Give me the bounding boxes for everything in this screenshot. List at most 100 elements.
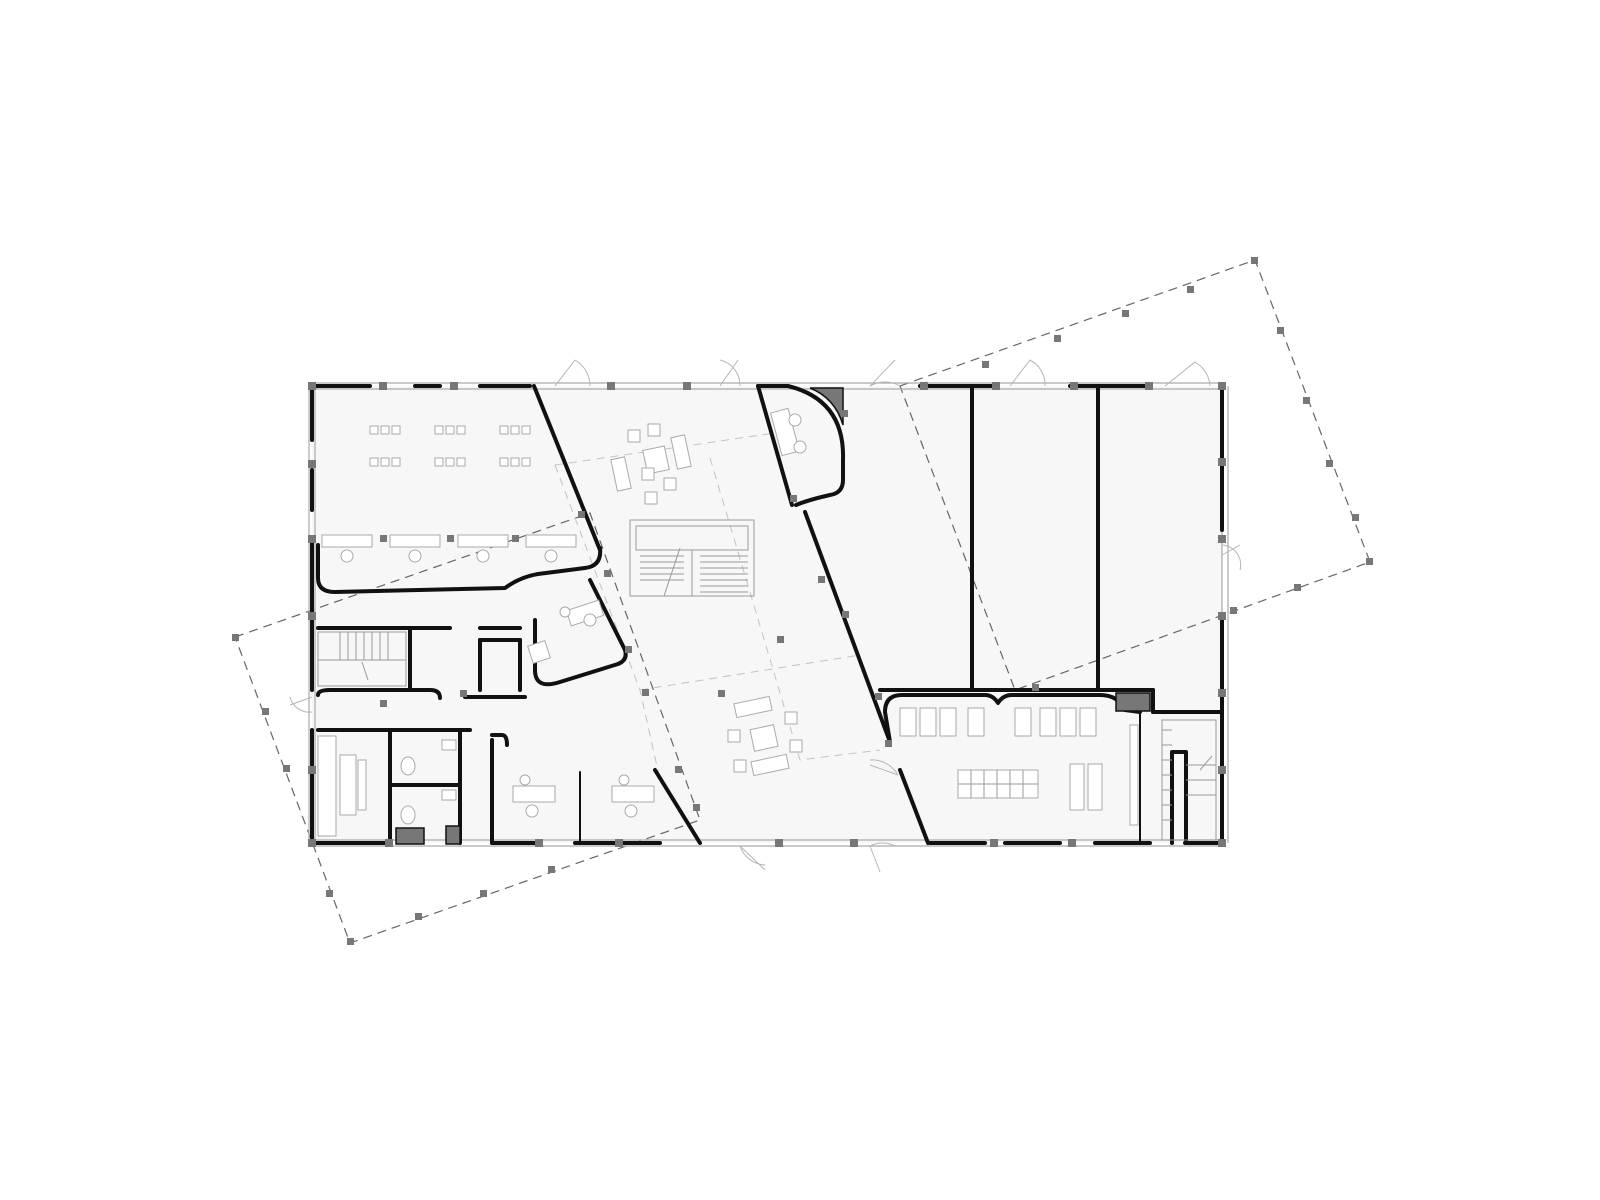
lounge-chair xyxy=(527,640,551,664)
bench-seat xyxy=(1039,707,1057,737)
desk-chair xyxy=(445,457,455,467)
desk-chair xyxy=(391,425,401,435)
sofa xyxy=(610,456,632,492)
column xyxy=(777,636,784,643)
meeting-room-outline xyxy=(883,693,1142,744)
solid-block-wc-2 xyxy=(445,825,461,845)
column xyxy=(875,693,882,700)
bench-seat xyxy=(1014,707,1032,737)
column xyxy=(920,382,928,390)
furniture-open-office xyxy=(321,425,577,563)
column xyxy=(283,765,290,772)
atrium-stair-arrow xyxy=(663,547,681,597)
reception-curve xyxy=(756,384,846,507)
door-swing-top-right-2 xyxy=(1164,361,1211,387)
armchair xyxy=(733,759,747,773)
column xyxy=(693,804,700,811)
coffee-table xyxy=(749,724,779,752)
sofa xyxy=(733,695,773,719)
column xyxy=(775,839,783,847)
column xyxy=(578,511,585,518)
stairs xyxy=(317,519,1217,841)
bench-seat xyxy=(967,707,985,737)
column xyxy=(675,766,682,773)
office-curved-wall xyxy=(316,543,603,594)
armchair xyxy=(789,739,803,753)
interior-walls xyxy=(316,384,1224,845)
reception-desk xyxy=(770,407,800,457)
column xyxy=(982,361,989,368)
column xyxy=(308,612,316,620)
core-stair-well xyxy=(317,631,407,687)
column xyxy=(1187,286,1194,293)
structural-columns xyxy=(232,257,1373,945)
armchair xyxy=(647,423,661,437)
column xyxy=(1068,839,1076,847)
sideboard xyxy=(1069,763,1085,811)
column xyxy=(308,839,316,847)
door-swings xyxy=(289,359,1242,873)
workstation-chair xyxy=(408,549,422,563)
atrium-wall-right-lower xyxy=(803,510,892,744)
solid-corner-reception xyxy=(809,387,844,426)
column xyxy=(232,634,239,641)
bench-seat xyxy=(899,707,917,737)
sofa xyxy=(750,753,790,777)
furniture-atrium-lounge xyxy=(610,407,807,777)
meeting-room-wall-left xyxy=(898,768,930,845)
column xyxy=(1145,382,1153,390)
office-chair xyxy=(583,613,597,627)
washbasin xyxy=(441,789,457,801)
column xyxy=(380,535,387,542)
door-swing-left-side xyxy=(289,696,313,713)
column xyxy=(535,839,543,847)
column xyxy=(850,839,858,847)
desk-chair xyxy=(445,425,455,435)
desk-chair xyxy=(456,425,466,435)
desk-chair xyxy=(521,425,531,435)
workstation-chair xyxy=(476,549,490,563)
stair-right-room xyxy=(1170,750,1188,845)
atrium-grid-line-2 xyxy=(639,654,861,691)
column xyxy=(1032,684,1039,691)
column xyxy=(548,866,555,873)
atrium-wall-right-upper xyxy=(756,384,794,507)
solid-block-wc-1 xyxy=(395,827,425,845)
desk-chair xyxy=(380,457,390,467)
column xyxy=(308,460,316,468)
door-swing-bottom-2 xyxy=(869,842,896,873)
reception-chair xyxy=(793,440,807,454)
desk-chair xyxy=(510,457,520,467)
atrium-grid-line-1 xyxy=(554,432,776,466)
column xyxy=(1230,607,1237,614)
column xyxy=(1070,382,1078,390)
rotated-outline-right xyxy=(899,259,1371,691)
column xyxy=(885,740,892,747)
workstation-desk xyxy=(389,534,441,548)
column xyxy=(460,690,467,697)
small-office-wall xyxy=(533,578,628,687)
atrium-grid-line-3 xyxy=(554,464,661,781)
office-chair xyxy=(624,804,638,818)
door-swing-top-right-1 xyxy=(1009,359,1046,387)
door-swing-entrance-3 xyxy=(869,359,901,387)
furniture-meeting-room xyxy=(899,707,1139,826)
exterior-walls xyxy=(310,384,1224,845)
desk-cluster xyxy=(369,425,531,467)
desk-chair xyxy=(434,425,444,435)
column xyxy=(841,410,848,417)
column xyxy=(1054,335,1061,342)
corridor-wall-lower xyxy=(316,688,442,700)
desk-chair xyxy=(434,457,444,467)
column xyxy=(818,576,825,583)
column xyxy=(1218,535,1226,543)
column xyxy=(1218,612,1226,620)
desk-chair xyxy=(456,457,466,467)
column xyxy=(326,890,333,897)
floor-main xyxy=(312,386,1222,843)
furniture-wc xyxy=(317,735,457,837)
toilet xyxy=(400,756,416,776)
column xyxy=(642,689,649,696)
column xyxy=(683,382,691,390)
desk-chair xyxy=(369,457,379,467)
